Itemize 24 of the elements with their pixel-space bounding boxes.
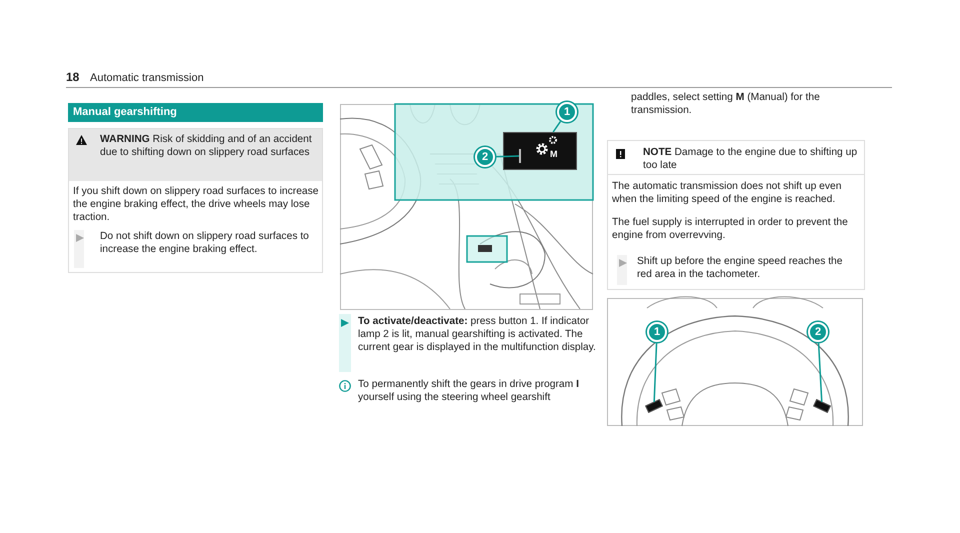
callout-number: 2 <box>808 322 828 342</box>
info-text: To permanently shift the gears in drive program I yourself using the steering wheel gearshift <box>358 378 580 404</box>
warning-text: If you shift down on slippery road surfaces to increase the engine braking effect, the drive wheels may lose traction. <box>73 185 320 225</box>
instruction-text: Shift up before the engine speed reaches the red area in the tachometer. <box>637 255 844 282</box>
control-button <box>503 132 577 170</box>
page-number: 18 <box>66 71 80 84</box>
section-heading: Manual gearshifting <box>68 103 323 122</box>
info-text: paddles, select setting M (Manual) for the transmission. <box>631 91 821 118</box>
instruction-text: Do not shift down on slippery road surfaces to increase the engine braking effect. <box>100 230 310 256</box>
note-text: The fuel supply is interrupted in order to prevent the engine from overrevving. <box>612 216 849 242</box>
callout-number: 1 <box>557 102 577 122</box>
note-text: The automatic transmission does not shift up even when the limiting speed of the engine is reached. <box>612 180 843 206</box>
warning-heading: WARNING Risk of skidding and of an accident due to shifting down on slippery road surfaces <box>100 133 313 160</box>
note-heading: NOTE Damage to the engine due to shifting up too late <box>643 146 858 172</box>
leader-line <box>496 155 520 158</box>
leader-line <box>653 343 658 402</box>
indicator-lamp <box>519 149 521 163</box>
callout-number: 2 <box>475 147 495 167</box>
leader-line <box>818 343 823 402</box>
mode-letter: M <box>550 149 558 159</box>
running-header: Automatic transmission <box>90 72 205 86</box>
instruction-text: To activate/deactivate: press button 1. If indicator lamp 2 is lit, manual gearshifting is activated. The current gear is displayed in the multifunction display. <box>358 315 597 355</box>
callout-number: 1 <box>647 322 667 342</box>
leader-line <box>552 121 562 132</box>
